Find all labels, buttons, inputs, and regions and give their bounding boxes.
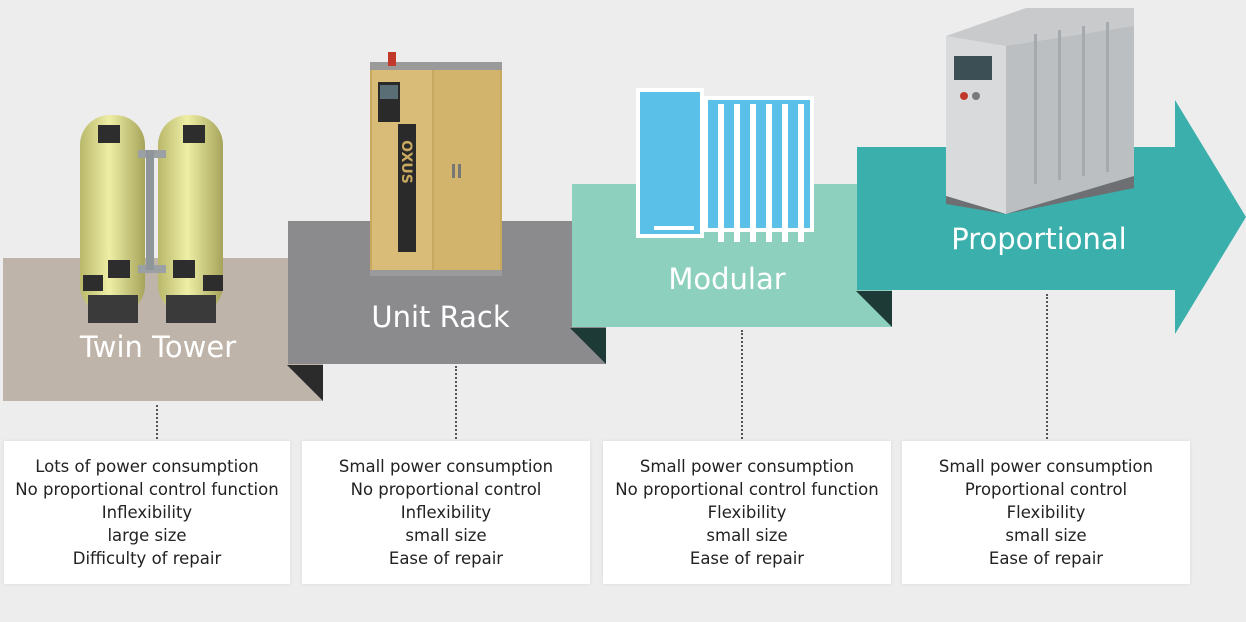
feature-text: small size: [706, 526, 788, 545]
modular-icon: [636, 88, 814, 242]
unit-rack-fold: [570, 328, 606, 364]
twin-tower-fold: [287, 365, 323, 401]
feature-text: Proportional control: [964, 480, 1128, 499]
feature-text: large size: [107, 526, 187, 545]
feature-text: Inflexibility: [101, 503, 193, 522]
feature-text: Difficulty of repair: [72, 549, 222, 568]
feature-text: Ease of repair: [988, 549, 1104, 568]
feature-text: Flexibility: [707, 503, 787, 522]
feature-text: Small power consumption: [338, 457, 554, 476]
feature-text: Small power consumption: [639, 457, 855, 476]
twin-tower-card: Lots of power consumption No proportiona…: [4, 441, 290, 584]
modular-label: Modular: [668, 262, 786, 296]
modular-connector: [741, 330, 743, 439]
feature-text: Ease of repair: [388, 549, 504, 568]
feature-text: No proportional control function: [15, 480, 279, 499]
feature-text: Inflexibility: [400, 503, 492, 522]
proportional-image: [946, 8, 1134, 214]
feature-text: No proportional control function: [615, 480, 879, 499]
feature-text: Ease of repair: [689, 549, 805, 568]
feature-text: Lots of power consumption: [35, 457, 259, 476]
unit-rack-label: Unit Rack: [371, 300, 510, 334]
proportional-card: Small power consumption Proportional con…: [902, 441, 1190, 584]
modular-fold: [856, 291, 892, 327]
twin-tower-connector: [156, 405, 158, 439]
oxus-logo-text: OXUS: [398, 140, 414, 184]
modular-card: Small power consumption No proportional …: [603, 441, 891, 584]
proportional-connector: [1046, 294, 1048, 439]
feature-text: small size: [405, 526, 487, 545]
feature-text: Flexibility: [1006, 503, 1086, 522]
unit-rack-connector: [455, 366, 457, 439]
proportional-label: Proportional: [951, 222, 1127, 256]
unit-rack-image: OXUS: [370, 52, 502, 276]
feature-text: No proportional control: [350, 480, 542, 499]
twin-tower-label: Twin Tower: [79, 330, 237, 364]
feature-text: small size: [1005, 526, 1087, 545]
feature-text: Small power consumption: [938, 457, 1154, 476]
unit-rack-card: Small power consumption No proportional …: [302, 441, 590, 584]
twin-tower-image: [80, 115, 223, 323]
